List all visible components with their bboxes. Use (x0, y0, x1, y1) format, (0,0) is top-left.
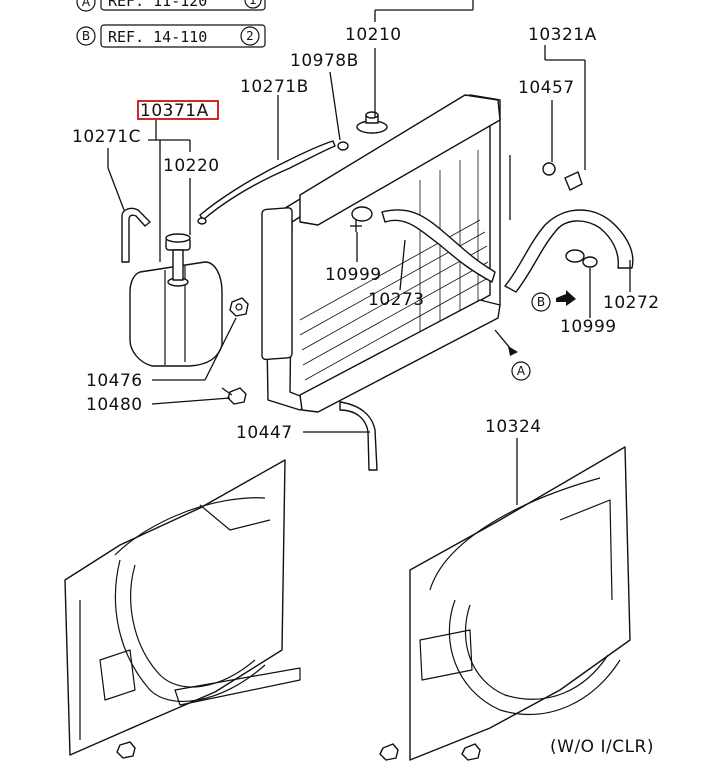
ref-b-num: 2 (246, 29, 254, 43)
radiator-cap[interactable] (356, 111, 388, 134)
label-10273[interactable]: 10273 (368, 290, 425, 310)
label-10457[interactable]: 10457 (518, 78, 575, 98)
reservoir-cap[interactable] (165, 233, 191, 281)
overflow-hose-clip-upper[interactable] (337, 141, 349, 151)
overflow-hose-clip-lower[interactable] (197, 217, 207, 225)
label-10978B[interactable]: 10978B (290, 51, 359, 71)
fan-shroud-left[interactable] (64, 459, 301, 756)
ref-a-num: 1 (249, 0, 257, 7)
label-10271C[interactable]: 10271C (72, 127, 141, 147)
hose-clamp-upper[interactable] (350, 206, 373, 232)
reservoir-hose[interactable] (121, 207, 151, 263)
marker-b[interactable]: B (531, 290, 576, 312)
marker-b-letter: B (537, 295, 545, 309)
hose-clamp-lower[interactable] (565, 249, 598, 268)
ref-row-b[interactable]: B REF. 14-110 2 (76, 24, 266, 48)
overflow-hose[interactable] (199, 140, 336, 221)
label-10210[interactable]: 10210 (345, 25, 402, 45)
ref-row-a[interactable]: A REF. 11-120 1 (76, 0, 266, 12)
drain-plug-parts[interactable] (542, 162, 583, 191)
bolt-10480[interactable] (221, 387, 247, 405)
label-10324[interactable]: 10324 (485, 417, 542, 437)
ref-a-text: REF. 11-120 (108, 0, 207, 10)
label-10371A[interactable]: 10371A (140, 101, 209, 121)
label-10999-left[interactable]: 10999 (325, 265, 382, 285)
ref-b-letter: B (82, 29, 90, 43)
label-10271B[interactable]: 10271B (240, 77, 309, 97)
label-10999-right[interactable]: 10999 (560, 317, 617, 337)
shroud-bolts-right[interactable] (379, 743, 481, 761)
label-10272[interactable]: 10272 (603, 293, 660, 313)
ref-b-text: REF. 14-110 (108, 28, 207, 46)
reservoir-tank[interactable] (129, 261, 223, 367)
label-10480[interactable]: 10480 (86, 395, 143, 415)
label-note-wo-iclr: (W/O I/CLR) (550, 737, 654, 757)
label-10220[interactable]: 10220 (163, 156, 220, 176)
leader-lines (107, 0, 631, 505)
fan-shroud-right[interactable] (409, 446, 631, 761)
marker-a-letter: A (517, 364, 526, 378)
lower-hose[interactable] (504, 209, 634, 293)
drain-hose[interactable] (339, 401, 378, 471)
upper-hose[interactable] (381, 209, 496, 283)
highlight-box-10371A (137, 100, 219, 120)
bolt-10476[interactable] (229, 297, 249, 317)
radiator-core (261, 94, 501, 413)
label-10476[interactable]: 10476 (86, 371, 143, 391)
label-10447[interactable]: 10447 (236, 423, 293, 443)
marker-a[interactable]: A (494, 329, 531, 381)
ref-a-letter: A (82, 0, 91, 9)
label-10321A[interactable]: 10321A (528, 25, 597, 45)
shroud-bolt-left[interactable] (116, 741, 136, 759)
